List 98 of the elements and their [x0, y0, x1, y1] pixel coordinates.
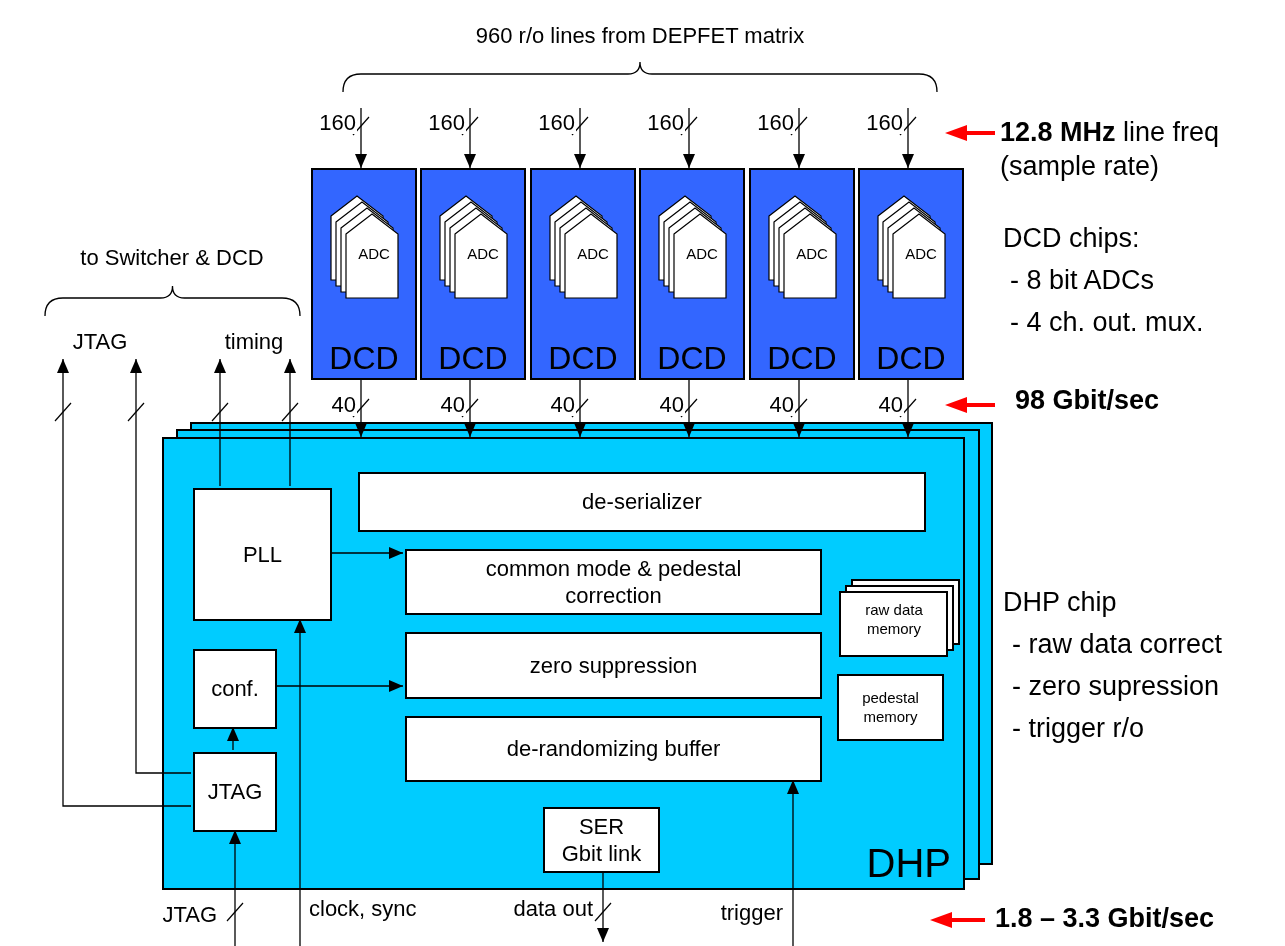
- arrow: [902, 379, 914, 438]
- block-label: raw data memory: [864, 601, 924, 639]
- arrow: [229, 829, 241, 946]
- adc-stack: [548, 194, 618, 302]
- chip-label: DHP: [866, 840, 951, 887]
- adc-stack: [438, 194, 508, 302]
- block-label: zero suppression: [529, 651, 698, 680]
- note-text: 1.8 – 3.3 Gbit/sec: [995, 902, 1215, 935]
- arrow: [355, 107, 367, 169]
- note-text: - 8 bit ADCs: [1010, 264, 1155, 297]
- arrow: [214, 358, 226, 487]
- note-text: - raw data correct: [1012, 628, 1223, 661]
- adc-label: ADC: [357, 246, 391, 261]
- arrow: [284, 358, 296, 487]
- block-label: de-serializer: [582, 488, 702, 516]
- dcd-chip-box: [311, 168, 417, 380]
- dcd-chip-box: [749, 168, 855, 380]
- adc-stack: [657, 194, 727, 302]
- block-label: SER: [578, 812, 625, 840]
- edge-label: 40: [768, 394, 795, 416]
- note-text: DCD chips:: [1003, 222, 1140, 255]
- signal-label: timing: [224, 331, 284, 353]
- adc-stack: [876, 194, 946, 302]
- edge-label: 160: [865, 112, 904, 134]
- edge-label: 40: [549, 394, 576, 416]
- edge-label: 40: [877, 394, 904, 416]
- adc-label: ADC: [576, 246, 610, 261]
- arrow: [355, 379, 367, 438]
- memory-stack: [839, 579, 960, 657]
- note-text: 12.8 MHz line freq (sample rate): [1000, 116, 1221, 183]
- block-label: JTAG: [207, 778, 263, 806]
- edge-label: 160: [756, 112, 795, 134]
- adc-label: ADC: [466, 246, 500, 261]
- arrow: [294, 618, 306, 946]
- chip-label: DCD: [766, 342, 838, 374]
- edge-label: 160: [646, 112, 685, 134]
- edge-label: 40: [658, 394, 685, 416]
- block-label: common mode & pedestal correction: [484, 554, 743, 610]
- dcd-chip-box: [420, 168, 526, 380]
- note-text: 960 r/o lines from DEPFET matrix: [474, 22, 806, 50]
- edge-label: 40: [330, 394, 357, 416]
- arrow: [329, 547, 404, 559]
- function-block: [405, 632, 822, 699]
- adc-label: ADC: [795, 246, 829, 261]
- function-block: [193, 752, 277, 832]
- signal-label: JTAG: [72, 331, 128, 353]
- arrow: [227, 726, 239, 751]
- dcd-chip-box: [639, 168, 745, 380]
- adc-label: ADC: [904, 246, 938, 261]
- chip-label: DCD: [656, 342, 728, 374]
- edge-label: 40: [439, 394, 466, 416]
- function-block: [405, 549, 822, 615]
- arrow: [464, 379, 476, 438]
- function-block: [358, 472, 926, 532]
- arrow: [130, 358, 192, 774]
- function-block: [193, 488, 332, 621]
- arrow: [274, 680, 404, 692]
- function-block: [543, 807, 660, 873]
- block-label: de-randomizing buffer: [506, 735, 721, 763]
- dcd-chip-box: [858, 168, 964, 380]
- dcd-chip-box: [530, 168, 636, 380]
- note-text: DHP chip: [1003, 586, 1117, 619]
- arrow: [597, 870, 609, 943]
- arrow: [464, 107, 476, 169]
- note-text: - zero supression: [1012, 670, 1220, 703]
- block-label: Gbit link: [561, 840, 642, 868]
- arrow: [902, 107, 914, 169]
- note-text: - trigger r/o: [1012, 712, 1145, 745]
- edge-label: trigger: [719, 902, 784, 924]
- arrow: [793, 107, 805, 169]
- block-label: PLL: [242, 540, 283, 569]
- edge-label: 160: [427, 112, 466, 134]
- chip-label: DCD: [437, 342, 509, 374]
- arrow: [683, 379, 695, 438]
- arrow: [574, 379, 586, 438]
- function-block: [193, 649, 277, 729]
- note-text: - 4 ch. out. mux.: [1010, 306, 1204, 339]
- adc-stack: [329, 194, 399, 302]
- edge-label: 160: [318, 112, 357, 134]
- chip-label: DCD: [547, 342, 619, 374]
- adc-label: ADC: [685, 246, 719, 261]
- block-label: pedestal memory: [861, 688, 920, 727]
- note-text: 98 Gbit/sec: [1015, 384, 1160, 417]
- arrow: [683, 107, 695, 169]
- function-block: [405, 716, 822, 782]
- arrow: [793, 379, 805, 438]
- arrow: [787, 779, 799, 946]
- chip-label: DCD: [328, 342, 400, 374]
- arrow: [574, 107, 586, 169]
- adc-stack: [767, 194, 837, 302]
- block-label: conf.: [211, 675, 259, 703]
- chip-label: DCD: [875, 342, 947, 374]
- arrow: [57, 358, 192, 807]
- edge-label: 160: [537, 112, 576, 134]
- memory-block: [837, 674, 944, 741]
- dhp-chip-box: [162, 437, 965, 890]
- edge-label: clock, sync: [308, 898, 418, 920]
- note-text: to Switcher & DCD: [79, 244, 265, 272]
